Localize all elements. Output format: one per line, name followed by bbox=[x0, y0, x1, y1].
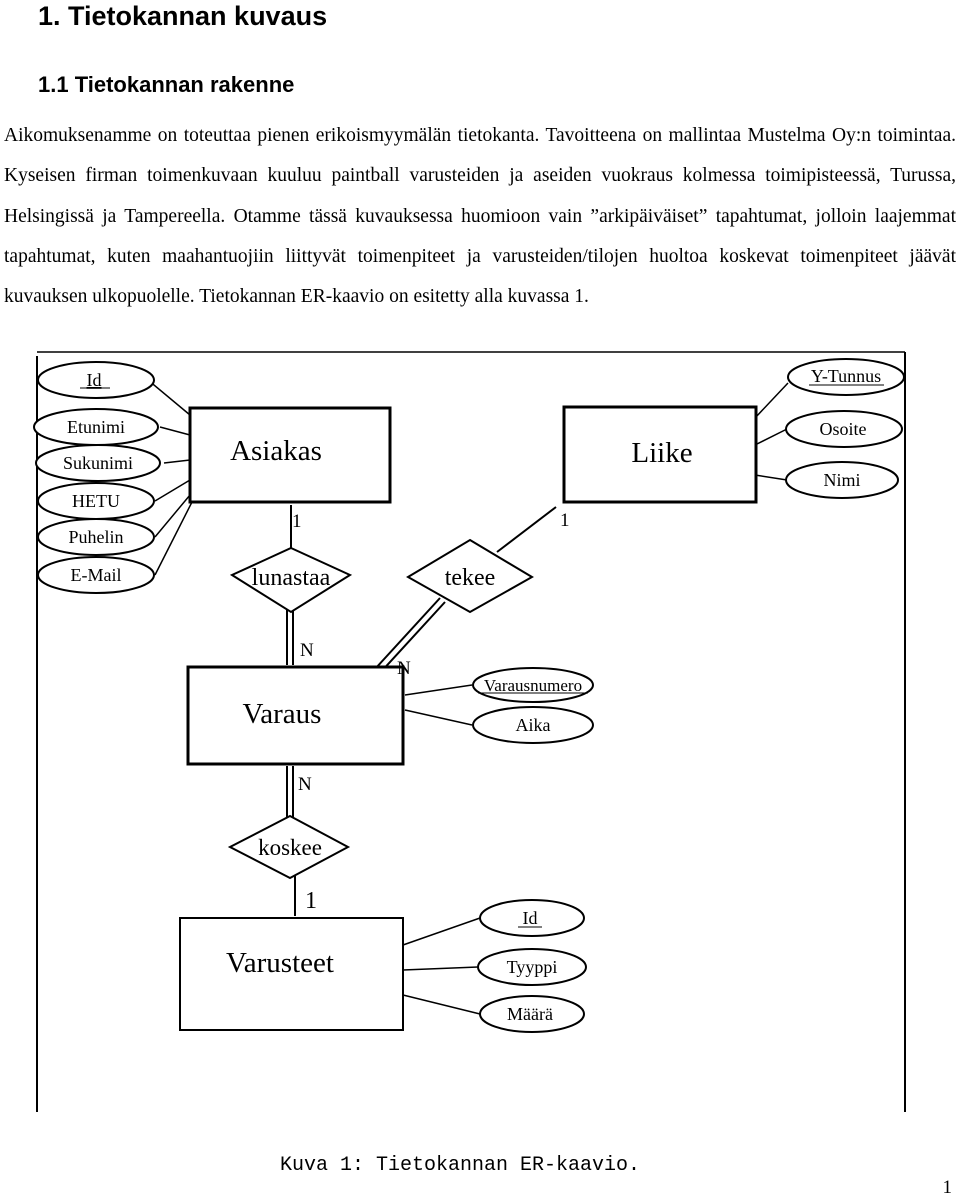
page-heading: 1. Tietokannan kuvaus bbox=[38, 1, 328, 31]
figure-caption: Kuva 1: Tietokannan ER-kaavio. bbox=[279, 1154, 641, 1177]
cardinality-varaus-koskee: N bbox=[298, 774, 312, 795]
attribute-asiakas-puhelin: Puhelin bbox=[68, 527, 123, 547]
attribute-asiakas-email: E-Mail bbox=[71, 565, 122, 585]
attribute-varusteet-tyyppi: Tyyppi bbox=[507, 957, 558, 977]
liike-attributes bbox=[785, 358, 905, 499]
attribute-varaus-varausnumero: Varausnumero bbox=[484, 676, 582, 695]
entity-box-asiakas bbox=[188, 406, 392, 504]
entity-label-varaus: Varaus bbox=[243, 698, 322, 730]
attribute-varusteet-id: Id bbox=[523, 908, 538, 928]
cardinality-liike-tekee: 1 bbox=[560, 510, 570, 531]
er-diagram: Asiakas Liike Varaus Varusteet lunastaa … bbox=[33, 351, 906, 1112]
relationship-label-tekee: tekee bbox=[445, 565, 496, 591]
cardinality-asiakas-lunastaa: 1 bbox=[292, 511, 302, 532]
attribute-liike-osoite: Osoite bbox=[820, 419, 867, 439]
attribute-liike-nimi: Nimi bbox=[823, 470, 860, 490]
varusteet-attributes bbox=[477, 899, 587, 1033]
attribute-asiakas-hetu: HETU bbox=[72, 491, 120, 511]
attribute-liike-ytunnus: Y-Tunnus bbox=[811, 366, 881, 386]
entity-label-varusteet: Varusteet bbox=[226, 947, 334, 979]
cardinality-tekee-varaus: N bbox=[397, 658, 411, 679]
entity-label-liike: Liike bbox=[631, 437, 692, 469]
attribute-asiakas-sukunimi: Sukunimi bbox=[63, 453, 133, 473]
relationship-diamond-tekee bbox=[406, 538, 534, 614]
entity-box-varusteet bbox=[179, 917, 404, 1031]
section-heading: 1.1 Tietokannan rakenne bbox=[38, 72, 295, 97]
cardinality-lunastaa-varaus: N bbox=[300, 640, 314, 661]
cardinality-koskee-varusteet: 1 bbox=[305, 888, 317, 914]
relationship-label-koskee: koskee bbox=[258, 835, 322, 860]
attribute-varusteet-maara: Määrä bbox=[507, 1004, 553, 1024]
entity-label-asiakas: Asiakas bbox=[230, 435, 322, 467]
body-paragraph: Aikomuksenamme on toteuttaa pienen eriko… bbox=[4, 125, 956, 308]
entity-box-liike bbox=[562, 405, 758, 504]
page-number: 1 bbox=[942, 1177, 953, 1198]
relationship-label-lunastaa: lunastaa bbox=[252, 565, 331, 591]
attribute-asiakas-etunimi: Etunimi bbox=[67, 417, 125, 437]
asiakas-attributes bbox=[33, 361, 161, 594]
relationship-diamond-lunastaa bbox=[229, 546, 353, 614]
attribute-asiakas-id: Id bbox=[87, 370, 102, 390]
relationship-diamond-koskee bbox=[227, 814, 351, 880]
entity-box-varaus bbox=[186, 665, 405, 766]
attribute-varaus-aika: Aika bbox=[516, 715, 551, 735]
